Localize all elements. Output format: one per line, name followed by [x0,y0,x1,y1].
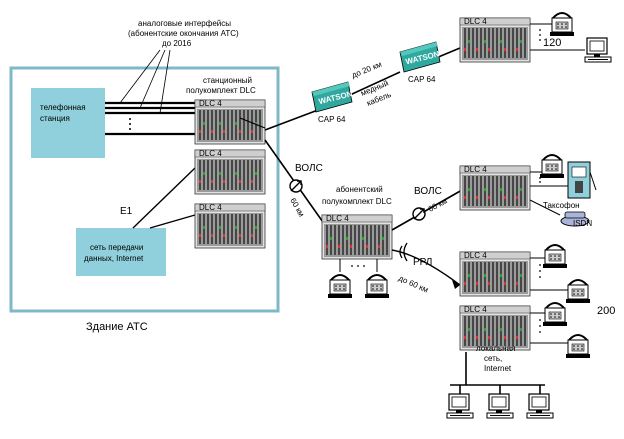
phone-icon [549,12,575,37]
note-pointers [119,49,171,114]
subscriber-phone-lines [339,259,378,272]
fiber-2-distance: 60 км [427,196,449,213]
subscriber-dlc-label-2: полукомплект DLC [322,197,392,206]
analog-note-2: (абонентские окончания АТС) [128,29,239,38]
data-network-label-1: сеть передачи [90,243,143,252]
svg-text:DLC 4: DLC 4 [326,214,349,223]
modem-1-model: CAP 64 [318,115,346,124]
svg-text:DLC 4: DLC 4 [464,251,487,260]
building-caption: Здание АТС [86,321,148,333]
payphone-label: Таксофон [543,201,580,210]
top-node-count: 120 [543,37,561,49]
e1-label: E1 [120,206,133,217]
isdn-phone-icon [560,211,590,227]
pbx-box [31,88,105,158]
analog-note-1: аналоговые интерфейсы [138,19,231,28]
fiber-1-label: ВОЛС [295,163,323,174]
data-network-box [76,228,166,276]
fiber-1-icon [289,179,303,193]
copper-distance: до 20 км [350,60,383,80]
remote-node-top-rack: DLC 4 [459,17,531,63]
svg-text:DLC 4: DLC 4 [464,165,487,174]
phone-icon [542,244,568,269]
computer-icon [446,393,474,419]
station-dlc-rack: DLC 4 DLC 4 DLC 4 [194,99,266,249]
svg-text:DLC 4: DLC 4 [199,99,222,108]
remote-node-bottom-rack: DLC 4 DLC 4 [459,251,531,351]
bottom-node-count: 200 [597,305,615,317]
phone-icon [539,154,565,179]
computer-icon [584,37,612,63]
subscriber-dlc-label-1: абонентский [336,185,383,194]
fiber-2-icon [412,207,426,221]
copper-link [239,47,461,131]
e1-links [132,167,196,229]
svg-text:DLC 4: DLC 4 [464,305,487,314]
remote-node-mid-rack: DLC 4 [459,165,531,211]
analog-dots [129,118,131,130]
radio-link [391,249,461,286]
lan-bus [450,352,545,394]
pbx-label-2: станция [40,114,70,123]
modem-2-model: CAP 64 [408,75,436,84]
data-network-label-2: данных, Internet [84,254,144,263]
station-dlc-label-2: полукомплект DLC [186,86,256,95]
remote-node-top-lines [530,23,585,51]
phone-icon [565,279,591,304]
radio-label: РРЛ [413,257,432,268]
phone-icon [565,334,591,359]
lan-label-2: сеть, [484,354,502,363]
analog-lines [105,101,195,136]
lan-label-1: локальная [476,344,515,353]
fiber-link-2 [391,189,463,231]
svg-text:DLC 4: DLC 4 [199,149,222,158]
radio-icon [399,242,408,262]
building-frame [9,66,280,313]
fiber-2-label: ВОЛС [414,186,442,197]
subscriber-dlc-rack: DLC 4 [321,214,393,260]
modem-2: WATSON CAP 64 [399,41,441,84]
computer-icon [486,393,514,419]
pbx-label-1: телефонная [40,103,86,112]
svg-text:DLC 4: DLC 4 [464,17,487,26]
computer-icon [526,393,554,419]
analog-note-3: до 2016 [162,39,192,48]
fiber-1-distance: 60 км [288,197,306,219]
phone-icon [542,302,568,327]
payphone-icon [567,161,597,199]
radio-distance: до 60 км [397,274,429,295]
phone-icon [327,274,353,299]
lan-label-3: Internet [484,364,512,373]
isdn-label: ISDN [573,219,592,228]
phone-icon [364,274,390,299]
remote-node-bottom-lines [530,257,568,344]
station-dlc-label-1: станционный [203,76,252,85]
modem-1: WATSON CAP 64 [311,81,354,124]
svg-text:DLC 4: DLC 4 [199,203,222,212]
